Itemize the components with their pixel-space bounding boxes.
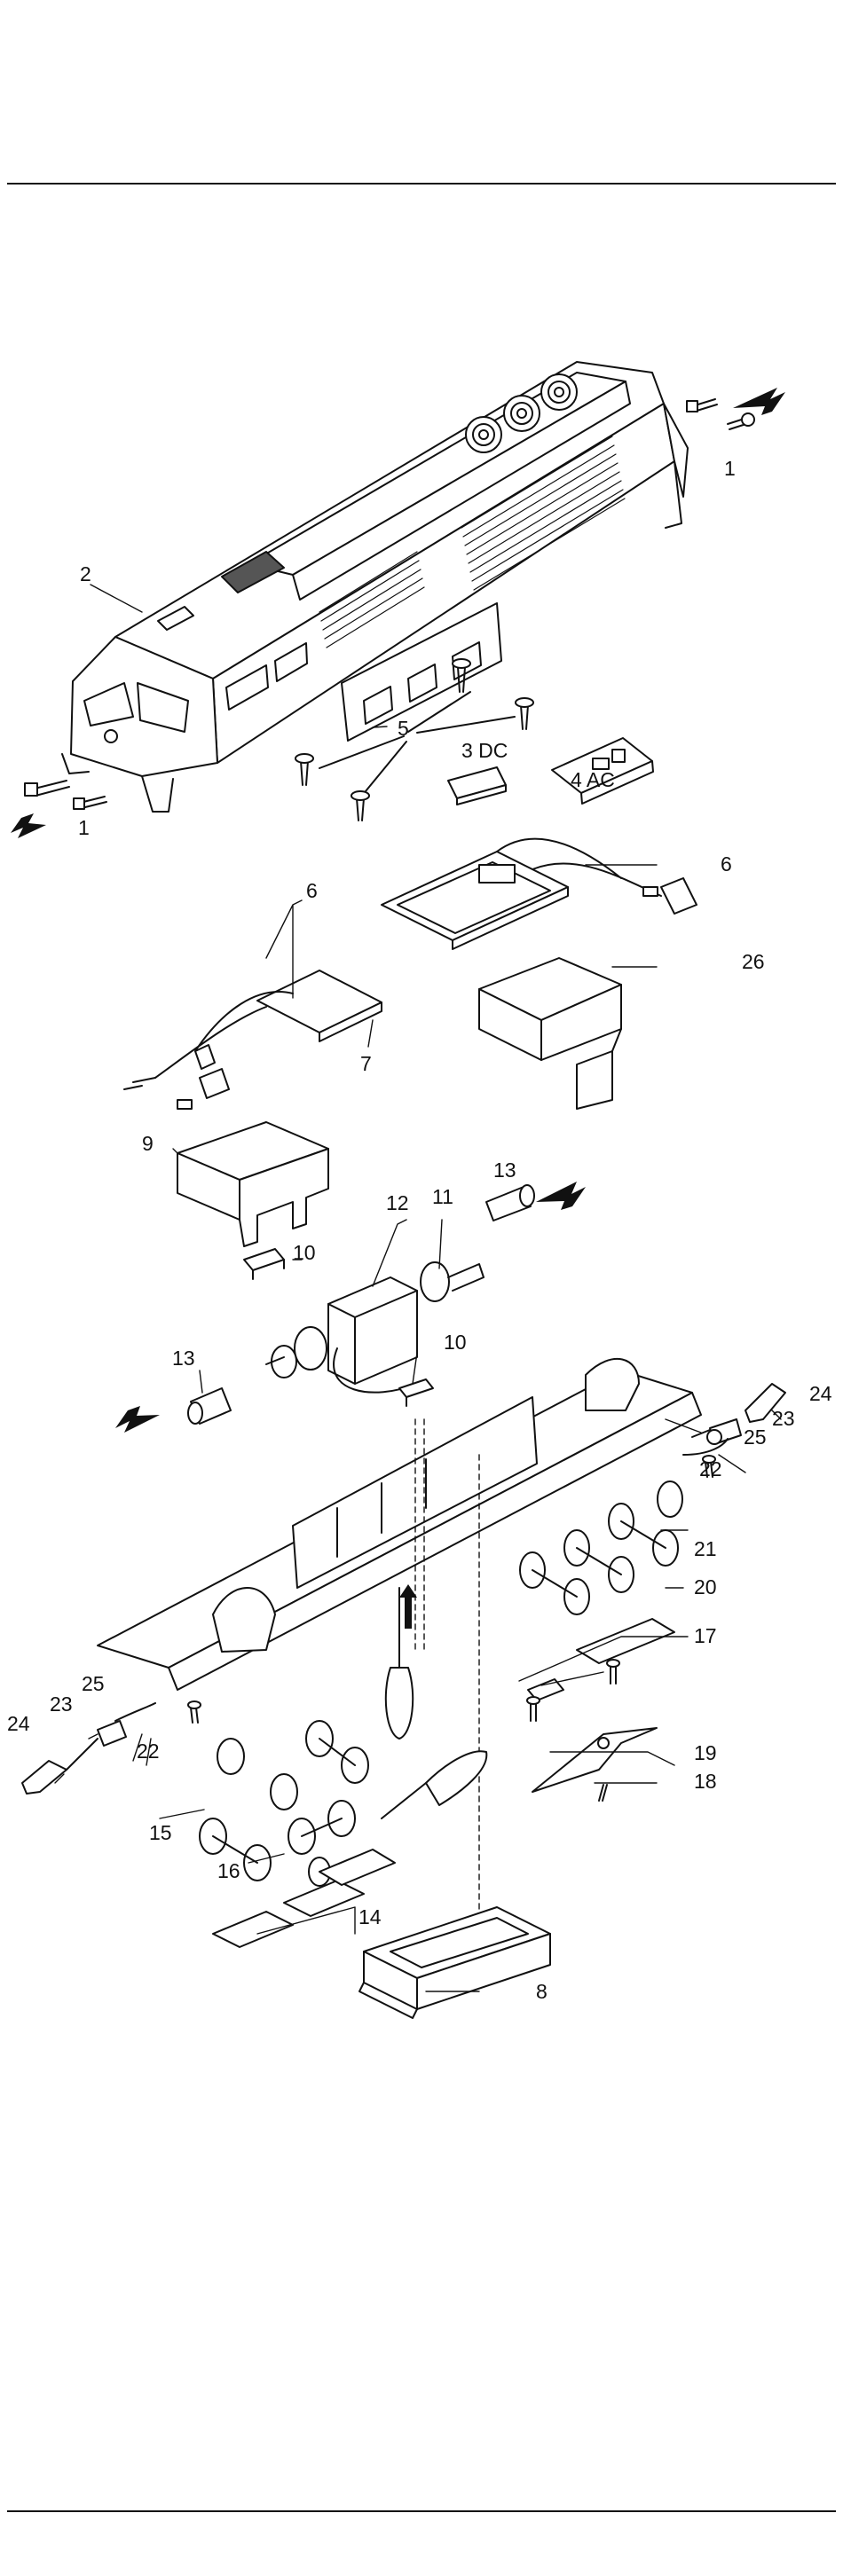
part-label-9: 9 [142,1134,154,1154]
part-label-12: 12 [386,1193,409,1213]
light-holder [479,958,621,1109]
circuit-board-upper [382,839,697,949]
part-label-20: 20 [694,1577,717,1598]
part-label-22-left: 22 [137,1741,160,1762]
bogie-bracket [532,1728,657,1801]
part-label-11: 11 [432,1187,453,1207]
part-label-13-lower: 13 [172,1348,195,1369]
part-label-22-right: 22 [699,1459,722,1480]
part-label-23-right: 23 [772,1409,795,1429]
part-label-24-left: 24 [7,1714,30,1734]
part-label-23-left: 23 [50,1694,73,1715]
part-label-26: 26 [742,952,765,972]
locomotive-body-shell [62,362,688,812]
part-label-5: 5 [398,719,409,739]
part-label-21: 21 [694,1539,717,1559]
part-label-19: 19 [694,1743,717,1763]
part-label-15: 15 [149,1823,172,1843]
wheelsets-right [520,1481,682,1614]
part-label-8: 8 [536,1982,548,2002]
part-label-1-rear: 1 [724,459,736,479]
part-label-17: 17 [694,1626,717,1646]
leader-lines [55,585,781,1991]
bogie-side-frames [213,1850,395,1947]
part-label-7: 7 [360,1054,372,1074]
circuit-board-lower [124,970,382,1109]
screwdriver-tools [382,1588,486,1818]
part-label-10-lower: 10 [444,1332,467,1353]
part-label-25-left: 25 [82,1674,105,1694]
part-label-13-upper: 13 [493,1160,516,1181]
part-label-25-right: 25 [744,1427,767,1448]
part-label-16: 16 [217,1861,240,1881]
part-label-18: 18 [694,1771,717,1792]
part-label-4-ac: 4 AC [571,770,615,790]
part-label-10-upper: 10 [293,1243,316,1263]
part-label-14: 14 [358,1907,382,1928]
weight-tray [359,1907,550,2018]
part-label-2: 2 [80,564,91,585]
bogie-plate [528,1619,674,1700]
part-label-3-dc: 3 DC [461,741,508,761]
part-label-1-front: 1 [78,818,90,838]
light-guide [177,1122,328,1246]
part-label-6-right: 6 [721,854,732,875]
part-label-6-left: 6 [306,881,318,901]
part-label-24-right: 24 [809,1384,832,1404]
